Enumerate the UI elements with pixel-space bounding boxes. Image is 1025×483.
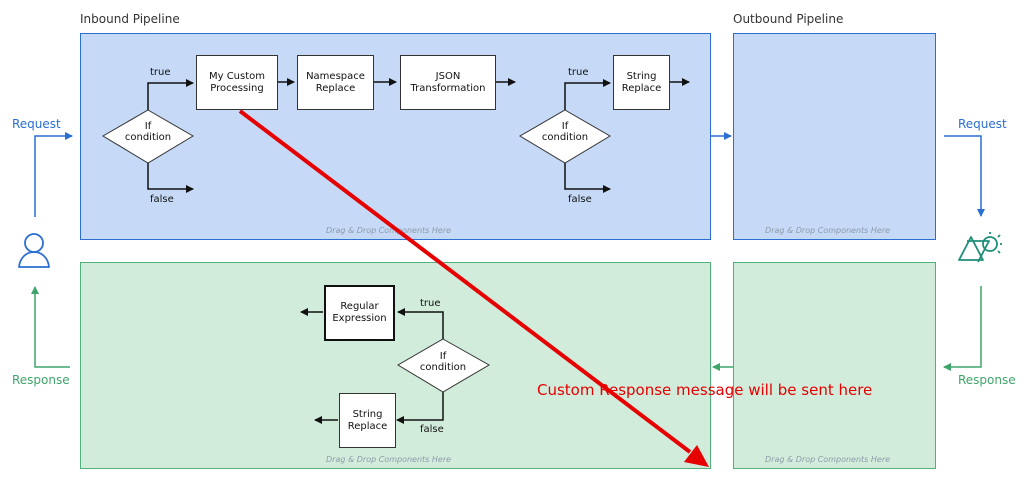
- inbound-request-drop-hint: Drag & Drop Components Here: [326, 226, 452, 235]
- regular-expression-node[interactable]: Regular Expression: [324, 285, 395, 341]
- left-request-label: Request: [12, 117, 61, 131]
- left-response-connector: [31, 286, 70, 368]
- right-response-connector: [943, 286, 982, 371]
- outbound-request-dropzone[interactable]: [733, 33, 936, 240]
- custom-response-arrow: [238, 109, 692, 454]
- right-request-connector: [944, 135, 985, 217]
- response-true-label: true: [420, 298, 441, 309]
- condition-2-label: If condition: [541, 121, 589, 143]
- outbound-response-drop-hint: Drag & Drop Components Here: [765, 455, 891, 464]
- condition-2-false-label: false: [568, 194, 592, 205]
- inbound-response-drop-hint: Drag & Drop Components Here: [326, 455, 452, 464]
- outbound-request-drop-hint: Drag & Drop Components Here: [765, 226, 891, 235]
- inbound-pipeline-title: Inbound Pipeline: [80, 12, 180, 26]
- outbound-response-dropzone[interactable]: [733, 262, 936, 469]
- outbound-pipeline-title: Outbound Pipeline: [733, 12, 844, 26]
- custom-response-annotation: Custom Response message will be sent her…: [537, 381, 873, 399]
- response-false-label: false: [420, 424, 444, 435]
- response-string-replace-node[interactable]: String Replace: [339, 393, 396, 448]
- response-condition-label: If condition: [419, 351, 467, 373]
- right-response-label: Response: [958, 373, 1016, 387]
- condition-1-label: If condition: [124, 121, 172, 143]
- namespace-replace-node[interactable]: Namespace Replace: [297, 55, 374, 110]
- my-custom-processing-node[interactable]: My Custom Processing: [196, 55, 278, 110]
- service-gear-icon: [958, 232, 1002, 263]
- condition-2-true-label: true: [568, 67, 589, 78]
- right-request-label: Request: [958, 117, 1007, 131]
- string-replace-node[interactable]: String Replace: [613, 55, 670, 110]
- json-transformation-node[interactable]: JSON Transformation: [400, 55, 496, 110]
- condition-1-false-label: false: [150, 194, 174, 205]
- user-icon: [18, 233, 50, 268]
- left-request-connector: [34, 132, 73, 217]
- left-response-label: Response: [12, 373, 70, 387]
- condition-1-true-label: true: [150, 67, 171, 78]
